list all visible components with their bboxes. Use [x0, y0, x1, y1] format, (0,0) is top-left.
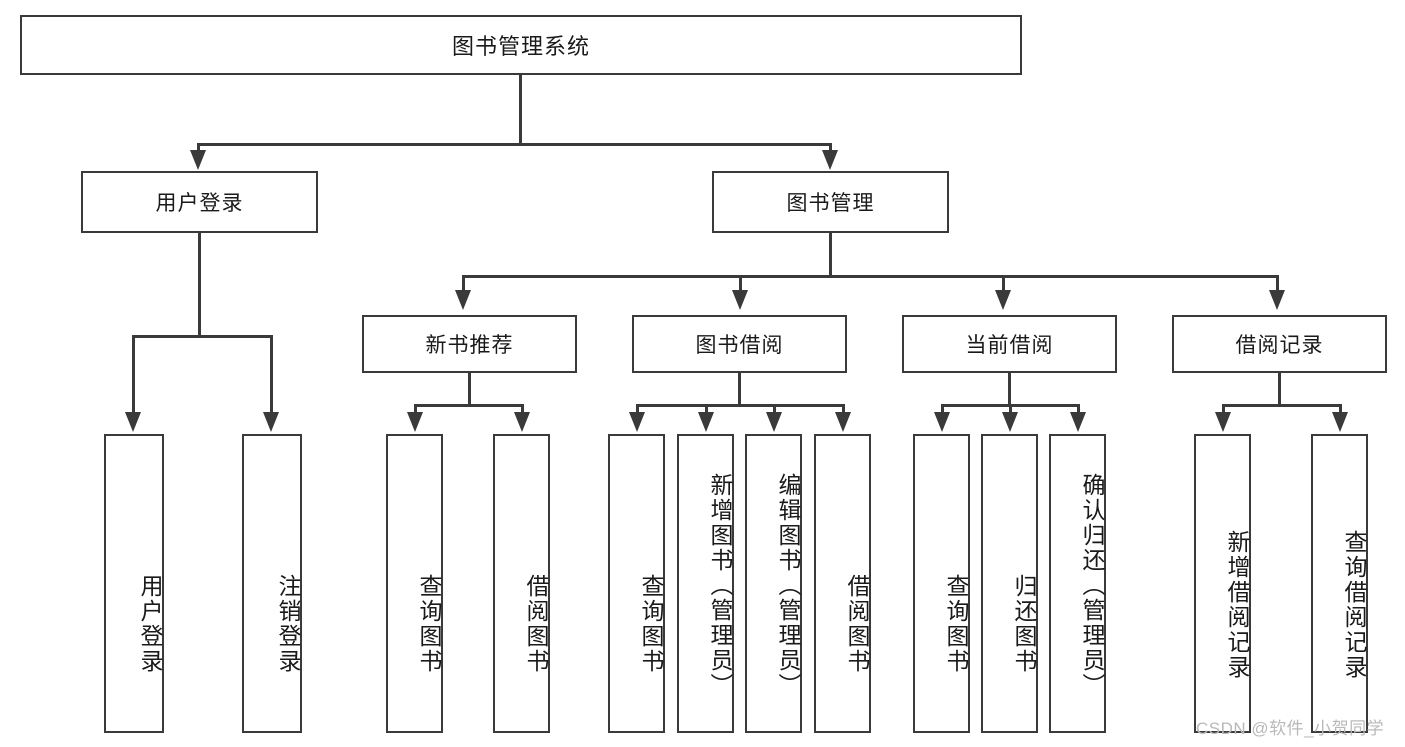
node-new-book-recommend[interactable]: 新书推荐	[362, 315, 577, 373]
watermark-text: CSDN @软件_小贺同学	[1196, 719, 1385, 738]
edge-bm-drop-2	[739, 275, 742, 295]
leaf-edit-book[interactable]: 编辑图书（管理员）	[745, 434, 802, 733]
node-user-login[interactable]: 用户登录	[81, 171, 318, 233]
edge-cb-drop-1	[941, 404, 944, 416]
edge-nbr-stem	[468, 373, 471, 404]
arrow-to-user-login	[190, 150, 206, 170]
leaf-return-book[interactable]: 归还图书	[981, 434, 1038, 733]
edge-bm-drop-1	[462, 275, 465, 295]
edge-bm-drop-3	[1002, 275, 1005, 295]
edge-user-login-drop-2	[270, 335, 273, 415]
edge-bb-drop-4	[842, 404, 845, 416]
edge-br-bar	[1222, 404, 1340, 407]
arrow-to-leaf-query-book-1	[407, 412, 423, 432]
edge-user-login-drop-1	[132, 335, 135, 415]
edge-book-management-stem	[829, 233, 832, 275]
edge-cb-stem	[1008, 373, 1011, 404]
leaf-query-book-1[interactable]: 查询图书	[386, 434, 443, 733]
edge-nbr-drop-2	[521, 404, 524, 416]
edge-br-drop-2	[1339, 404, 1342, 416]
edge-cb-drop-2	[1009, 404, 1012, 416]
leaf-logout-login[interactable]: 注销登录	[242, 434, 302, 733]
arrow-to-leaf-query-book-2	[629, 412, 645, 432]
arrow-to-book-borrow	[732, 290, 748, 310]
edge-bb-drop-3	[773, 404, 776, 416]
arrow-to-new-book-recommend	[455, 290, 471, 310]
leaf-add-book[interactable]: 新增图书（管理员）	[677, 434, 734, 733]
arrow-to-book-management	[822, 150, 838, 170]
arrow-to-leaf-query-book-3	[934, 412, 950, 432]
edge-bm-drop-4	[1276, 275, 1279, 295]
arrow-to-leaf-borrow-book-2	[835, 412, 851, 432]
leaf-query-book-2[interactable]: 查询图书	[608, 434, 665, 733]
leaf-query-book-3[interactable]: 查询图书	[913, 434, 970, 733]
node-book-management[interactable]: 图书管理	[712, 171, 949, 233]
arrow-to-leaf-logout-login	[263, 412, 279, 432]
arrow-to-current-borrow	[995, 290, 1011, 310]
edge-user-login-stem	[198, 233, 201, 335]
arrow-to-leaf-add-book	[698, 412, 714, 432]
edge-cb-drop-3	[1077, 404, 1080, 416]
edge-root-drop-left	[197, 143, 200, 156]
leaf-user-login[interactable]: 用户登录	[104, 434, 164, 733]
edge-bb-drop-2	[705, 404, 708, 416]
leaf-confirm-return[interactable]: 确认归还（管理员）	[1049, 434, 1106, 733]
node-book-borrow[interactable]: 图书借阅	[632, 315, 847, 373]
edge-br-drop-1	[1222, 404, 1225, 416]
edge-bb-bar	[636, 404, 844, 407]
edge-root-bar	[197, 143, 831, 146]
arrow-to-borrow-record	[1269, 290, 1285, 310]
arrow-to-leaf-add-record	[1215, 412, 1231, 432]
node-borrow-record[interactable]: 借阅记录	[1172, 315, 1387, 373]
arrow-to-leaf-confirm-return	[1070, 412, 1086, 432]
arrow-to-leaf-query-record	[1332, 412, 1348, 432]
leaf-query-record[interactable]: 查询借阅记录	[1311, 434, 1368, 733]
arrow-to-leaf-user-login	[125, 412, 141, 432]
arrow-to-leaf-borrow-book-1	[514, 412, 530, 432]
node-root-book-management-system[interactable]: 图书管理系统	[20, 15, 1022, 75]
edge-root-drop-right	[829, 143, 832, 156]
edge-bb-stem	[738, 373, 741, 404]
arrow-to-leaf-edit-book	[766, 412, 782, 432]
edge-nbr-drop-1	[414, 404, 417, 416]
edge-nbr-bar	[414, 404, 522, 407]
edge-bb-drop-1	[636, 404, 639, 416]
leaf-borrow-book-2[interactable]: 借阅图书	[814, 434, 871, 733]
edge-book-management-bar	[462, 275, 1278, 278]
arrow-to-leaf-return-book	[1002, 412, 1018, 432]
node-current-borrow[interactable]: 当前借阅	[902, 315, 1117, 373]
leaf-add-record[interactable]: 新增借阅记录	[1194, 434, 1251, 733]
edge-user-login-bar	[132, 335, 272, 338]
edge-root-stem	[519, 75, 522, 143]
leaf-borrow-book-1[interactable]: 借阅图书	[493, 434, 550, 733]
edge-br-stem	[1278, 373, 1281, 404]
